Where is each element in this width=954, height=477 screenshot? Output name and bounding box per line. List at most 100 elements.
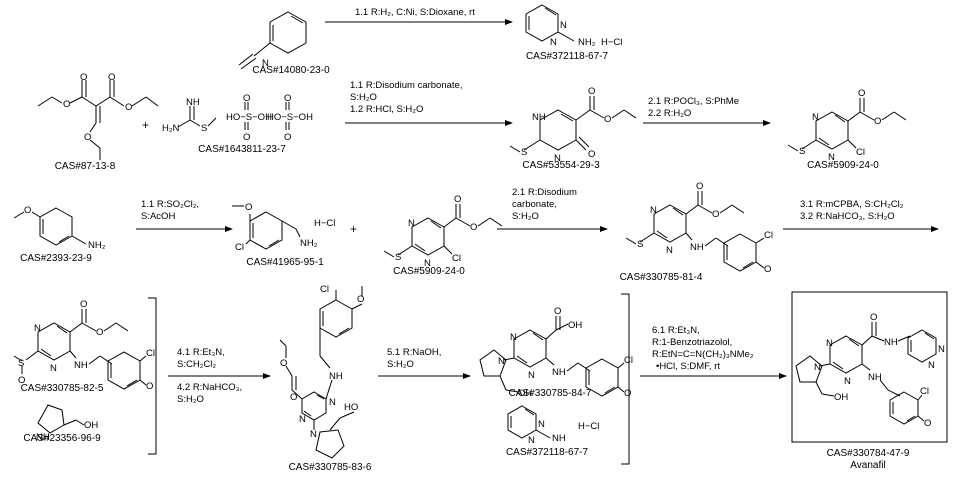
c11-o-1: O bbox=[80, 299, 87, 310]
c13-atom-n1: N bbox=[329, 397, 336, 408]
cas-label-c14: CAS#330785-84-7 bbox=[509, 388, 592, 399]
compound-c13-structure bbox=[279, 286, 363, 459]
c14-atom-n1: N bbox=[510, 332, 517, 343]
c13-atom-nh: NH bbox=[329, 371, 343, 382]
svg-text:O: O bbox=[84, 132, 91, 143]
c16-atom-n5: N bbox=[928, 360, 935, 371]
c6-atom-n2: N bbox=[828, 152, 835, 163]
c7-atom-o: O bbox=[24, 205, 31, 216]
cas-label-c3: CAS#87-13-8 bbox=[55, 161, 116, 172]
product-name-avanafil: Avanafil bbox=[850, 460, 885, 471]
conditions-s6-line2: 3.2 R:NaHCO₃, S:H₂O bbox=[800, 211, 895, 222]
c4-o-2: O bbox=[243, 132, 250, 143]
cas-label-c8: CAS#41965-95-1 bbox=[246, 257, 324, 268]
c10-o-3: O bbox=[764, 264, 771, 275]
c4-atom-imine: NH bbox=[186, 97, 200, 108]
c16-o-1: O bbox=[870, 312, 877, 323]
c13-atom-n2: N bbox=[299, 414, 306, 425]
c14-o-2: O bbox=[624, 388, 631, 399]
conditions-s4-line1: 1.1 R:SO₂Cl₂, bbox=[141, 199, 199, 210]
plus-sign-row2: + bbox=[142, 118, 149, 132]
c16-atom-nh1: NH bbox=[884, 337, 898, 348]
c14-atom-n3: N bbox=[498, 356, 505, 367]
c14-atom-n2: N bbox=[528, 370, 535, 381]
svg-text:O: O bbox=[80, 72, 87, 83]
svg-text:N: N bbox=[262, 58, 269, 69]
c4-o-3: O bbox=[284, 93, 291, 104]
svg-text:O: O bbox=[108, 72, 115, 83]
compound-c14-structure bbox=[479, 316, 625, 397]
c2-atom-n2: N bbox=[550, 37, 557, 48]
c5-atom-nh: NH bbox=[532, 112, 546, 123]
c4-acid-2: HO−S−OH bbox=[267, 112, 313, 123]
compound-c8-structure bbox=[232, 205, 301, 250]
conditions-s2-line1: 1.1 R:Disodium carbonate, bbox=[350, 80, 462, 91]
c8-atom-cl: Cl bbox=[235, 242, 244, 253]
compound-c16-structure bbox=[795, 322, 937, 425]
c14-atom-acid: OH bbox=[568, 320, 582, 331]
c5-o-3: O bbox=[588, 149, 595, 160]
conditions-s7-line3: 4.2 R:NaHCO₃, bbox=[177, 382, 242, 393]
c16-atom-nh2: NH bbox=[868, 372, 882, 383]
c14-atom-nh: NH bbox=[552, 367, 566, 378]
svg-text:O: O bbox=[125, 102, 132, 113]
c16-atom-n1: N bbox=[826, 338, 833, 349]
c9-atom-n1: N bbox=[408, 218, 415, 229]
c6-o-1: O bbox=[858, 88, 865, 99]
svg-text:O: O bbox=[63, 99, 70, 110]
reactant-bracket-step9 bbox=[621, 293, 630, 465]
conditions-s1-line1: 1.1 R:H₂, C:Ni, S:Dioxane, rt bbox=[355, 7, 475, 18]
cas-label-c10: CAS#330785-81-4 bbox=[620, 272, 703, 283]
conditions-s5-line1: 2.1 R:Disodium bbox=[512, 187, 577, 198]
compound-c6-structure bbox=[787, 98, 907, 152]
c13-atom-cl: Cl bbox=[320, 284, 329, 295]
compound-c10-structure bbox=[625, 191, 765, 272]
cas-label-c2: CAS#372118-67-7 bbox=[526, 51, 609, 62]
c6-atom-s: S bbox=[799, 146, 805, 157]
conditions-s7-line2: S:CH₂Cl₂ bbox=[177, 359, 216, 370]
conditions-s2-line3: 1.2 R:HCl, S:H₂O bbox=[350, 104, 423, 115]
c6-atom-cl: Cl bbox=[856, 147, 865, 158]
c2-atom-n1: N bbox=[560, 20, 567, 31]
c2-atom-amine: NH₂ bbox=[578, 37, 596, 48]
c9-o-1: O bbox=[454, 194, 461, 205]
compound-c3-structure bbox=[37, 80, 159, 160]
c9-atom-n2: N bbox=[424, 258, 431, 269]
cas-label-c16: CAS#330784-47-9 bbox=[827, 448, 910, 459]
c10-atom-s: S bbox=[637, 239, 643, 250]
c15-atom-amine: NH bbox=[552, 433, 566, 444]
c4-atom-s: S bbox=[201, 123, 207, 134]
conditions-s8-line2: S:H₂O bbox=[387, 359, 414, 370]
conditions-s7-line1: 4.1 R:Et₃N, bbox=[177, 347, 225, 358]
conditions-s3-line1: 2.1 R:POCl₃, S:PhMe bbox=[648, 96, 739, 107]
c16-atom-cl: Cl bbox=[920, 386, 929, 397]
compound-c2-structure bbox=[525, 4, 575, 42]
c15-atom-n1: N bbox=[538, 419, 545, 430]
conditions-s4-line2: S:AcOH bbox=[141, 211, 175, 222]
c10-atom-cl: Cl bbox=[764, 230, 773, 241]
conditions-s3-line2: 2.2 R:H₂O bbox=[648, 108, 691, 119]
compound-c15-structure bbox=[507, 405, 551, 439]
c8-atom-amine: NH₂ bbox=[300, 238, 318, 249]
c5-o-1: O bbox=[588, 86, 595, 97]
c8-atom-o: O bbox=[245, 202, 252, 213]
c5-atom-n: N bbox=[554, 153, 561, 164]
c9-atom-cl: Cl bbox=[452, 253, 461, 264]
compound-c7-structure bbox=[13, 207, 87, 246]
c13-atom-oh: HO bbox=[344, 402, 358, 413]
c15-salt: H−Cl bbox=[578, 421, 599, 432]
reactant-bracket-step7 bbox=[148, 297, 157, 455]
c16-atom-n2: N bbox=[844, 376, 851, 387]
c10-atom-nh: NH bbox=[690, 242, 704, 253]
compound-c4-structure bbox=[177, 102, 290, 130]
cas-label-c15: CAS#372118-67-7 bbox=[506, 447, 589, 458]
c6-o-2: O bbox=[874, 116, 881, 127]
compound-c12-structure bbox=[37, 404, 85, 434]
conditions-s5-line3: S:H₂O bbox=[512, 211, 539, 222]
c11-atom-so: O bbox=[18, 375, 25, 386]
c4-o-4: O bbox=[284, 132, 291, 143]
c7-atom-amine: NH₂ bbox=[88, 240, 106, 251]
c10-atom-n1: N bbox=[650, 205, 657, 216]
c6-atom-n1: N bbox=[812, 112, 819, 123]
conditions-s9-line2: R:1-Benzotriazolol, bbox=[652, 337, 732, 348]
